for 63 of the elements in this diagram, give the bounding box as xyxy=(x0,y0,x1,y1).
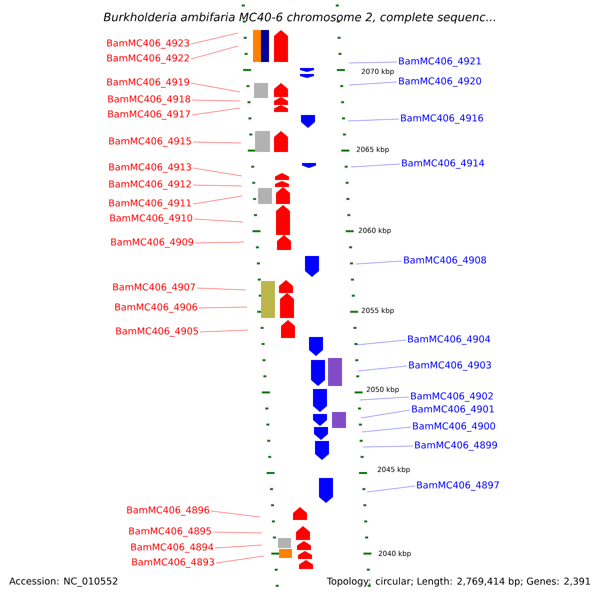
gene-label: BamMC406_4899 xyxy=(415,441,497,451)
gene-label: BamMC406_4902 xyxy=(411,392,493,402)
leader-line xyxy=(348,62,398,64)
leader-line xyxy=(362,426,412,432)
gene-label: BamMC406_4923 xyxy=(107,39,190,49)
leader-line xyxy=(362,446,414,448)
gene-label: BamMC406_4910 xyxy=(110,214,192,224)
gene-label: BamMC406_4904 xyxy=(408,335,490,345)
leader-line xyxy=(198,306,248,308)
gene-label: BamMC406_4906 xyxy=(115,303,198,313)
leader-line xyxy=(200,330,248,332)
gene-label: BamMC406_4914 xyxy=(402,159,484,169)
leader-line xyxy=(356,260,402,264)
gene-label: BamMC406_4916 xyxy=(401,114,484,124)
leader-line xyxy=(348,118,400,122)
leader-line xyxy=(348,82,398,86)
leader-line xyxy=(192,168,242,176)
gene-label: BamMC406_4901 xyxy=(412,405,494,415)
leader-line xyxy=(192,184,242,186)
gene-label: BamMC406_4896 xyxy=(127,506,210,516)
gene-label: BamMC406_4893 xyxy=(132,558,214,568)
leader-line xyxy=(190,82,240,92)
gene-label: BamMC406_4918 xyxy=(108,95,190,105)
leader-line xyxy=(360,410,410,418)
gene-label: BamMC406_4903 xyxy=(409,361,491,371)
leader-line xyxy=(192,142,242,144)
gene-label: BamMC406_4908 xyxy=(404,256,486,266)
gene-label: BamMC406_4909 xyxy=(111,238,194,248)
leader-line xyxy=(192,108,240,116)
leader-line xyxy=(190,46,238,60)
leader-line xyxy=(212,532,262,534)
leader-line xyxy=(350,164,400,168)
genome-info-text: Topology: circular; Length: 2,769,414 bp; Genes: 2,391 xyxy=(326,577,590,587)
gene-label: BamMC406_4915 xyxy=(109,137,191,147)
gene-label: BamMC406_4919 xyxy=(107,78,190,88)
gene-label: BamMC406_4897 xyxy=(417,481,499,491)
leader-line xyxy=(356,340,406,346)
gene-label: BamMC406_4921 xyxy=(399,57,481,67)
gene-label: BamMC406_4905 xyxy=(116,327,198,337)
gene-label: BamMC406_4912 xyxy=(109,180,191,190)
leader-line xyxy=(360,396,410,400)
gene-label: BamMC406_4920 xyxy=(399,77,482,87)
leader-line xyxy=(216,556,264,564)
leader-line xyxy=(190,32,238,44)
leader-line xyxy=(358,366,408,372)
gene-label: BamMC406_4917 xyxy=(108,110,190,120)
leader-line xyxy=(210,510,260,518)
leader-line xyxy=(192,100,240,102)
title: Burkholderia ambifaria MC40-6 chromosome 2, complete sequenc... xyxy=(104,12,496,24)
leader-line xyxy=(192,196,242,204)
gene-label: BamMC406_4900 xyxy=(413,422,496,432)
gene-label: BamMC406_4913 xyxy=(109,163,192,173)
leader-line xyxy=(366,486,416,492)
leader-line xyxy=(194,218,244,222)
leader-line xyxy=(194,242,244,244)
accession-text: Accession: NC_010552 xyxy=(9,577,118,587)
gene-label: BamMC406_4922 xyxy=(107,54,189,64)
leader-line xyxy=(214,544,262,548)
gene-label: BamMC406_4894 xyxy=(131,543,214,553)
gene-label: BamMC406_4895 xyxy=(129,527,211,537)
gene-label: BamMC406_4911 xyxy=(109,199,191,209)
leader-line xyxy=(196,288,246,290)
gene-label: BamMC406_4907 xyxy=(113,283,195,293)
